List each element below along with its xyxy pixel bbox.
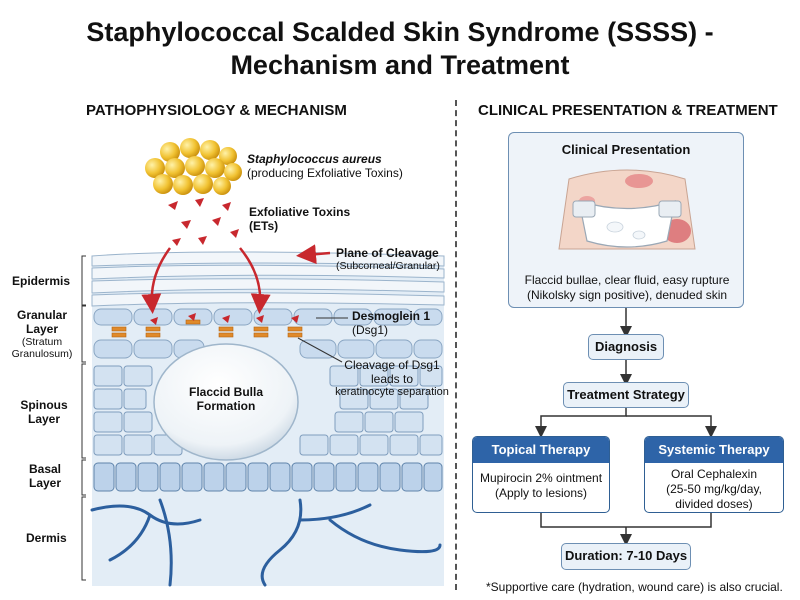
- cleavage-plane-arrow: [296, 244, 331, 265]
- infant-diaper-illustration: [558, 169, 696, 250]
- systemic-therapy-body: Oral Cephalexin (25-50 mg/kg/day, divide…: [666, 467, 762, 511]
- layer-label-spinous: Spinous Layer: [20, 398, 68, 426]
- layer-brackets: [81, 255, 86, 581]
- treatment-strategy-box: Treatment Strategy: [563, 382, 689, 408]
- flaccid-bulla: [153, 343, 299, 461]
- title-line-1: Staphylococcal Scalded Skin Syndrome (SS…: [86, 17, 714, 47]
- systemic-therapy-title: Systemic Therapy: [645, 437, 783, 463]
- desmoglein-label: Desmoglein 1 (Dsg1): [352, 309, 431, 337]
- layer-label-granular: Granular Layer (Stratum Granulosum): [11, 308, 73, 360]
- flowchart-connectors: [535, 308, 717, 546]
- diagnosis-box: Diagnosis: [588, 334, 664, 360]
- toxin-bound-icons: [150, 313, 299, 325]
- clinical-presentation-title: Clinical Presentation: [561, 142, 691, 157]
- toxin-arrow-left: [141, 247, 172, 314]
- dermis-vessels: [90, 498, 442, 587]
- supportive-care-footnote: *Supportive care (hydration, wound care)…: [486, 580, 783, 594]
- layer-label-dermis: Dermis: [26, 531, 67, 545]
- topical-therapy-card: Topical Therapy Mupirocin 2% ointment (A…: [472, 436, 610, 513]
- exfoliative-toxin-icons: [168, 198, 239, 246]
- right-section-heading: CLINICAL PRESENTATION & TREATMENT: [478, 102, 778, 119]
- toxins-label: Exfoliative Toxins (ETs): [249, 205, 351, 233]
- layer-label-epidermis: Epidermis: [12, 274, 71, 288]
- duration-box: Duration: 7-10 Days: [561, 543, 691, 570]
- topical-therapy-title: Topical Therapy: [473, 437, 609, 463]
- page-title: Staphylococcal Scalded Skin Syndrome (SS…: [0, 16, 800, 82]
- clinical-presentation-card: Clinical Presentation Flaccid bullae, cl…: [508, 132, 744, 308]
- bacteria-label: Staphylococcus aureus (producing Exfolia…: [247, 152, 403, 180]
- topical-therapy-body: Mupirocin 2% ointment (Apply to lesions): [479, 471, 603, 500]
- dsg-cleavage-label: Cleavage of Dsg1 leads to keratinocyte s…: [335, 358, 449, 398]
- clinical-presentation-description: Flaccid bullae, clear fluid, easy ruptur…: [524, 273, 730, 302]
- staphylococcus-cluster-icon: [145, 138, 242, 195]
- bulla-label: Flaccid Bulla Formation: [188, 385, 264, 413]
- desmoglein-markers: [111, 319, 303, 338]
- toxin-arrow-right: [239, 247, 271, 314]
- cleavage-plane-label: Plane of Cleavage (Subcorneal/Granular): [336, 246, 440, 272]
- section-divider: [455, 100, 457, 590]
- layer-label-basal: Basal Layer: [28, 462, 62, 490]
- left-section-heading: PATHOPHYSIOLOGY & MECHANISM: [86, 102, 347, 119]
- title-line-2: Mechanism and Treatment: [230, 50, 570, 80]
- systemic-therapy-card: Systemic Therapy Oral Cephalexin (25-50 …: [644, 436, 784, 513]
- dsg-cleavage-pointer-line: [297, 337, 343, 363]
